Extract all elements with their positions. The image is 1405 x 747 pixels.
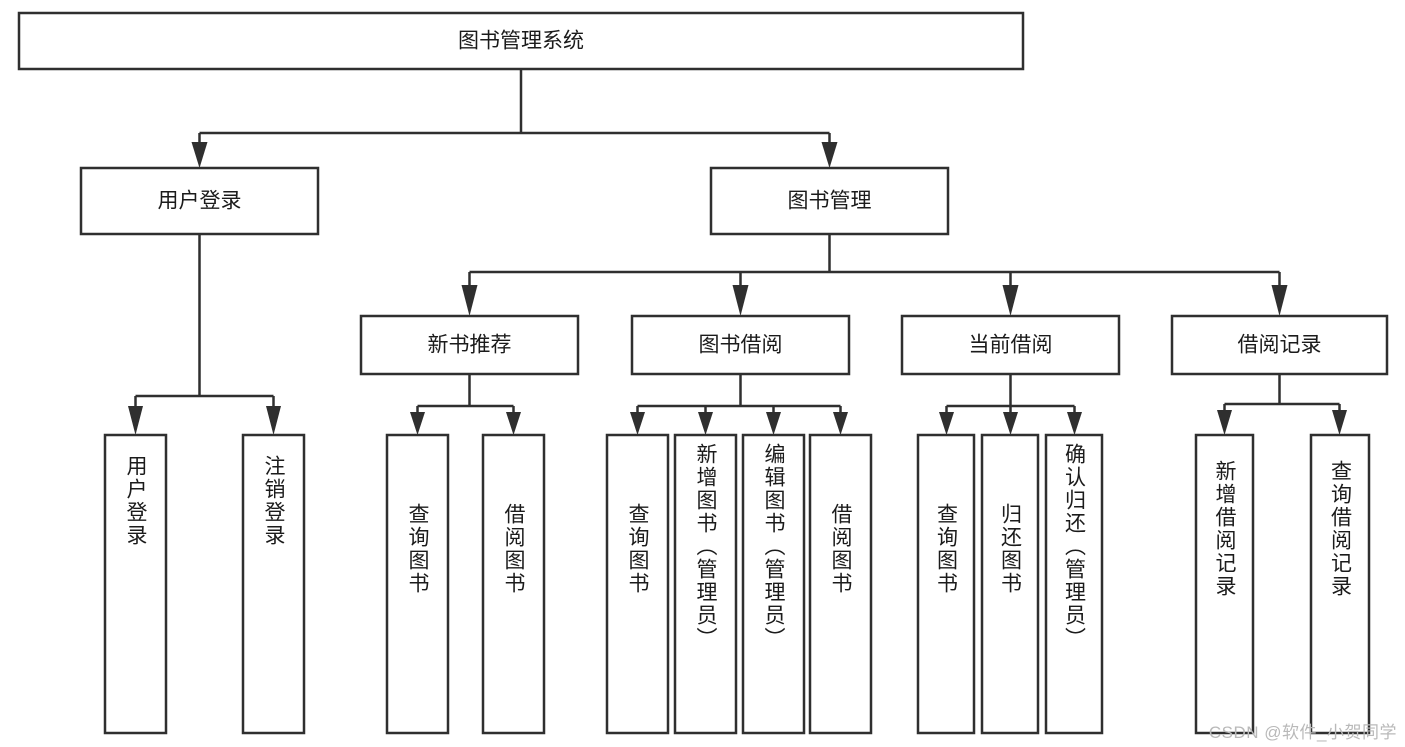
arrow-head-leaf-return-book: [1003, 412, 1018, 435]
leaf-add-book-box[interactable]: [673, 433, 738, 735]
leaf-edit-book-box[interactable]: [741, 433, 806, 735]
node-book-borrow-box[interactable]: [630, 314, 851, 376]
arrow-head-leaf-borrow-book-1: [506, 412, 521, 435]
arrow-head-leaf-query-book-2: [630, 412, 645, 435]
leaf-node-boxes: [103, 433, 1371, 735]
leaf-borrow-book-1-box[interactable]: [481, 433, 546, 735]
node-book-management-box[interactable]: [709, 166, 950, 236]
csdn-watermark: CSDN @软件_小贺同学: [1208, 723, 1397, 742]
node-book-management-label: 图书管理: [788, 190, 872, 213]
node-new-book-recommend[interactable]: 新书推荐: [359, 314, 580, 376]
arrow-head-borrow-record: [1271, 285, 1288, 316]
node-new-book-recommend-label: 新书推荐: [428, 334, 512, 357]
arrow-head-book-borrow: [732, 285, 749, 316]
arrow-head-leaf-borrow-book-2: [833, 412, 848, 435]
node-user-login-label: 用户登录: [158, 190, 242, 213]
node-borrow-record-box[interactable]: [1170, 314, 1389, 376]
leaf-query-record-box[interactable]: [1309, 433, 1371, 735]
arrow-head-user-login: [191, 142, 208, 168]
leaf-user-login-box[interactable]: [103, 433, 168, 735]
node-user-login-box[interactable]: [79, 166, 320, 236]
connector-group-book-borrow: [630, 374, 848, 435]
connector-group-new-book-recommend: [410, 374, 521, 435]
connector-group-root: [191, 69, 838, 168]
leaf-query-book-3-box[interactable]: [916, 433, 976, 735]
leaf-return-book-box[interactable]: [980, 433, 1040, 735]
node-root[interactable]: 图书管理系统: [17, 11, 1025, 71]
leaf-query-book-1-box[interactable]: [385, 433, 450, 735]
node-book-borrow-label: 图书借阅: [699, 334, 783, 357]
node-book-borrow[interactable]: 图书借阅: [630, 314, 851, 376]
arrow-head-leaf-add-book: [698, 412, 713, 435]
arrow-head-leaf-query-book-1: [410, 412, 425, 435]
arrow-head-leaf-user-logout: [266, 406, 281, 435]
leaf-add-record-box[interactable]: [1194, 433, 1255, 735]
connector-group-borrow-record: [1217, 374, 1347, 435]
arrow-head-leaf-query-book-3: [939, 412, 954, 435]
node-user-login[interactable]: 用户登录: [79, 166, 320, 236]
leaf-confirm-return-box[interactable]: [1044, 433, 1104, 735]
node-book-management[interactable]: 图书管理: [709, 166, 950, 236]
node-current-borrow[interactable]: 当前借阅: [900, 314, 1121, 376]
arrow-head-current-borrow: [1002, 285, 1019, 316]
arrow-head-leaf-add-record: [1217, 410, 1232, 435]
arrow-head-book-management: [821, 142, 838, 168]
node-borrow-record-label: 借阅记录: [1238, 334, 1322, 357]
leaf-query-book-2-box[interactable]: [605, 433, 670, 735]
leaf-user-logout-box[interactable]: [241, 433, 306, 735]
node-current-borrow-box[interactable]: [900, 314, 1121, 376]
node-borrow-record[interactable]: 借阅记录: [1170, 314, 1389, 376]
connector-group-user-login: [128, 234, 281, 435]
node-new-book-recommend-box[interactable]: [359, 314, 580, 376]
arrow-head-new-book-recommend: [461, 285, 478, 316]
node-root-label: 图书管理系统: [458, 30, 584, 53]
node-root-box[interactable]: [17, 11, 1025, 71]
connector-group-book-management: [461, 234, 1288, 316]
arrow-head-leaf-user-login: [128, 406, 143, 435]
arrow-head-leaf-edit-book: [766, 412, 781, 435]
arrow-head-leaf-query-record: [1332, 410, 1347, 435]
leaf-borrow-book-2-box[interactable]: [808, 433, 873, 735]
connector-group-current-borrow: [939, 374, 1082, 435]
node-current-borrow-label: 当前借阅: [969, 334, 1053, 357]
arrow-head-leaf-confirm-return: [1067, 412, 1082, 435]
